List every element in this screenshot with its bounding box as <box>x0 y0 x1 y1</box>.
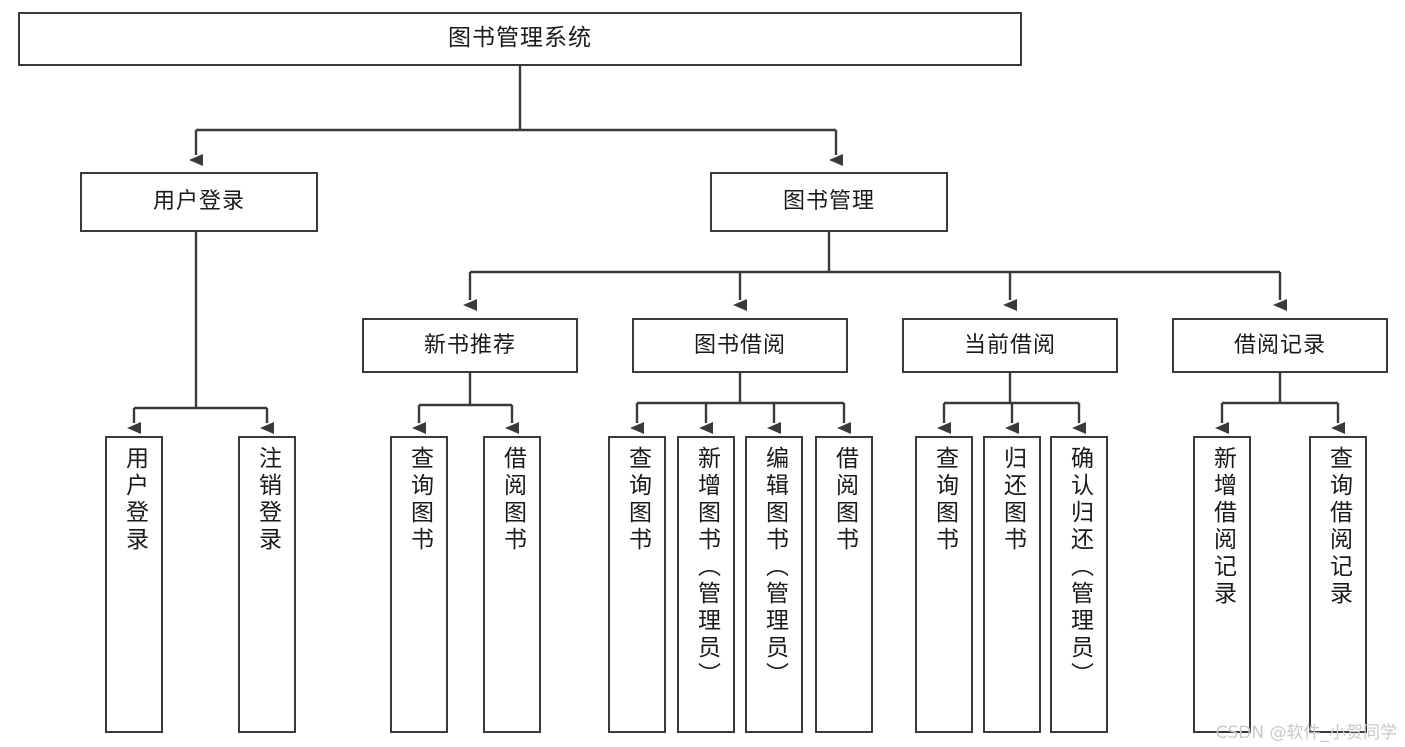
leaf-recommend-query-book[interactable]: 查询图书 <box>390 436 448 733</box>
node-label: 编辑图书（管理员） <box>761 446 788 689</box>
leaf-current-confirm-return-admin[interactable]: 确认归还（管理员） <box>1050 436 1108 733</box>
node-book-management[interactable]: 图书管理 <box>710 172 948 232</box>
leaf-borrow-add-book-admin[interactable]: 新增图书（管理员） <box>677 436 735 733</box>
node-label: 查询图书 <box>406 446 433 554</box>
leaf-current-query-book[interactable]: 查询图书 <box>915 436 973 733</box>
node-label: 查询图书 <box>931 446 958 554</box>
node-book-borrow[interactable]: 图书借阅 <box>632 318 848 373</box>
node-label: 新增图书（管理员） <box>693 446 720 689</box>
node-label: 归还图书 <box>999 446 1026 554</box>
leaf-user-login-signout[interactable]: 注销登录 <box>238 436 296 733</box>
leaf-borrow-query-book[interactable]: 查询图书 <box>608 436 666 733</box>
node-label: 注销登录 <box>254 446 281 554</box>
node-label: 新书推荐 <box>423 332 516 358</box>
node-borrow-record[interactable]: 借阅记录 <box>1172 318 1388 373</box>
leaf-user-login-signin[interactable]: 用户登录 <box>105 436 163 733</box>
csdn-watermark: CSDN @软件_小贺同学 <box>1215 723 1397 743</box>
node-label: 查询借阅记录 <box>1325 446 1352 608</box>
node-label: 用户登录 <box>121 446 148 554</box>
node-current-borrow[interactable]: 当前借阅 <box>902 318 1118 373</box>
node-label: 新增借阅记录 <box>1209 446 1236 608</box>
leaf-borrow-borrow-book[interactable]: 借阅图书 <box>815 436 873 733</box>
leaf-recommend-borrow-book[interactable]: 借阅图书 <box>483 436 541 733</box>
node-root-system[interactable]: 图书管理系统 <box>18 12 1022 66</box>
node-label: 图书借阅 <box>693 332 786 358</box>
node-label: 当前借阅 <box>963 332 1056 358</box>
node-label: 图书管理 <box>782 189 875 215</box>
leaf-borrow-edit-book-admin[interactable]: 编辑图书（管理员） <box>745 436 803 733</box>
leaf-record-query-record[interactable]: 查询借阅记录 <box>1309 436 1367 733</box>
node-user-login[interactable]: 用户登录 <box>80 172 318 232</box>
node-new-book-recommend[interactable]: 新书推荐 <box>362 318 578 373</box>
leaf-current-return-book[interactable]: 归还图书 <box>983 436 1041 733</box>
node-label: 确认归还（管理员） <box>1066 446 1093 689</box>
node-label: 图书管理系统 <box>448 25 592 52</box>
node-label: 用户登录 <box>152 189 245 215</box>
leaf-record-add-record[interactable]: 新增借阅记录 <box>1193 436 1251 733</box>
node-label: 借阅图书 <box>499 446 526 554</box>
node-label: 借阅图书 <box>831 446 858 554</box>
node-label: 查询图书 <box>624 446 651 554</box>
node-label: 借阅记录 <box>1233 332 1326 358</box>
